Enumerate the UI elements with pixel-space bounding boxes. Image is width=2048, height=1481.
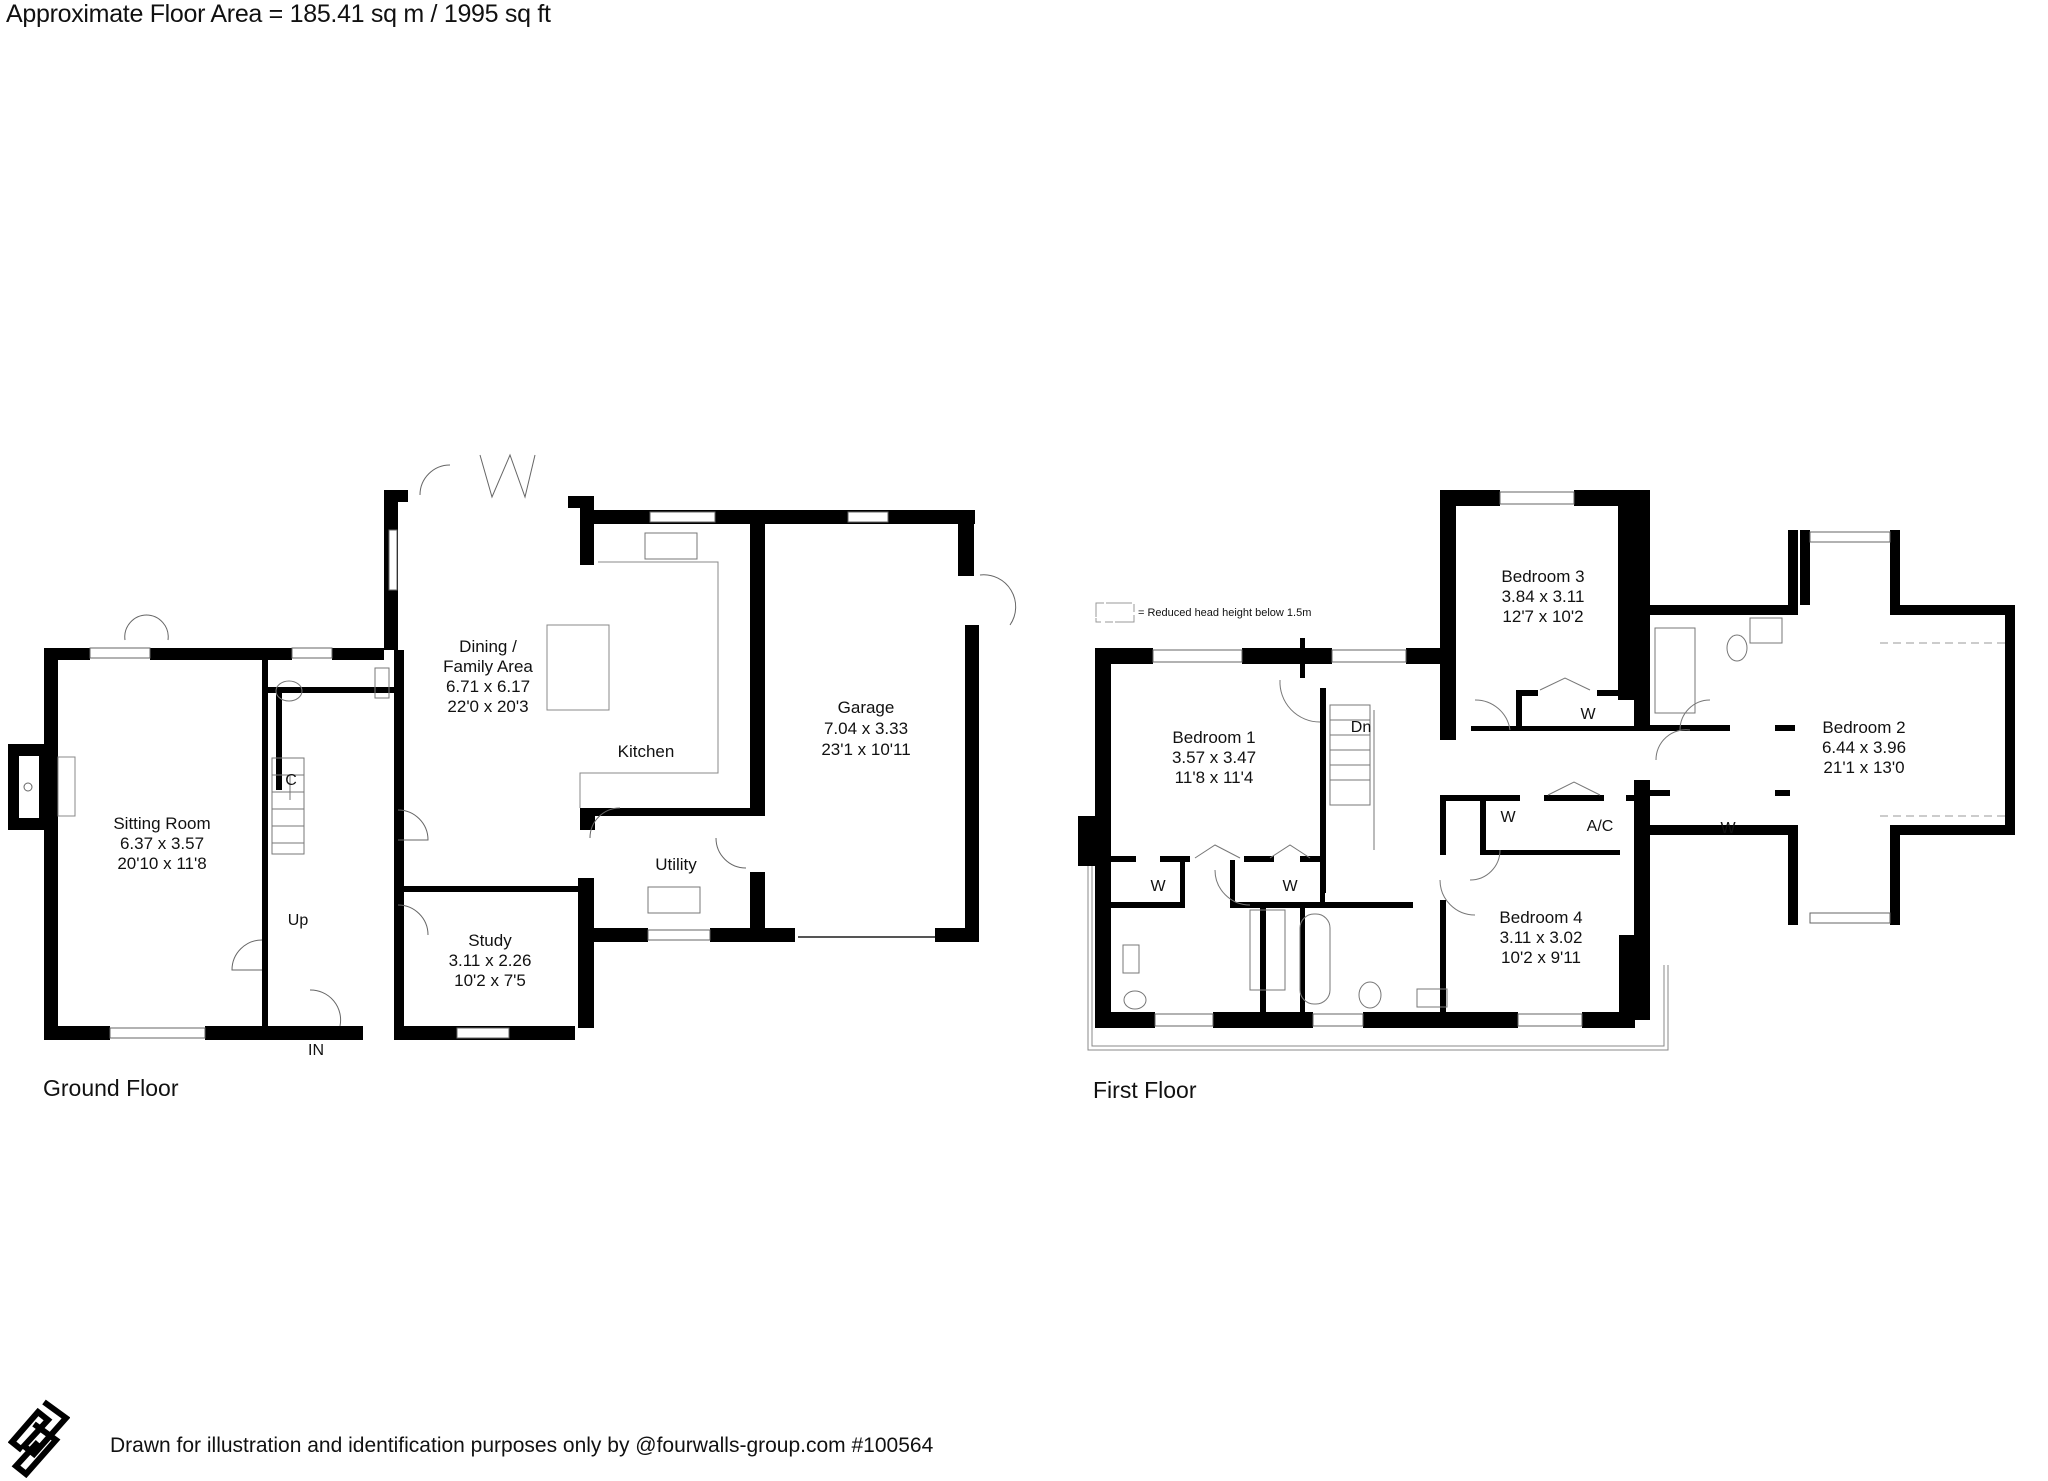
room-name-bedroom-3: Bedroom 3	[1501, 567, 1584, 586]
stairs-up-label: Up	[288, 912, 309, 929]
room-size-bedroom-3-metric: 3.84 x 3.11	[1502, 587, 1585, 606]
wardrobe-label-1: W	[1150, 878, 1166, 895]
wardrobe-label-4: W	[1500, 809, 1516, 826]
first-floor-plan	[1078, 490, 2015, 1051]
wardrobe-label-5: W	[1720, 820, 1736, 837]
ground-floor-label: Ground Floor	[43, 1075, 179, 1101]
disclaimer-footer: Drawn for illustration and identificatio…	[110, 1434, 934, 1457]
wardrobe-label-3: W	[1580, 706, 1596, 723]
room-size-bedroom-4-imperial: 10'2 x 9'11	[1501, 948, 1581, 967]
room-size-study-metric: 3.11 x 2.26	[449, 951, 532, 970]
room-size-garage-imperial: 23'1 x 10'11	[821, 740, 910, 759]
room-name-utility: Utility	[655, 855, 697, 874]
room-name-kitchen: Kitchen	[618, 742, 675, 761]
room-size-bedroom-4-metric: 3.11 x 3.02	[1500, 928, 1583, 947]
stairs-down-label: Dn	[1351, 719, 1371, 736]
room-size-garage-metric: 7.04 x 3.33	[824, 719, 908, 738]
room-size-study-imperial: 10'2 x 7'5	[454, 971, 526, 990]
room-name-bedroom-1: Bedroom 1	[1172, 728, 1255, 747]
fourwalls-logo-icon	[8, 1399, 70, 1478]
ground-floor-labels: Sitting Room 6.37 x 3.57 20'10 x 11'8 Di…	[113, 637, 910, 1059]
room-size-sitting-room-imperial: 20'10 x 11'8	[117, 854, 206, 873]
room-size-bedroom-2-imperial: 21'1 x 13'0	[1823, 758, 1904, 777]
floor-area-title: Approximate Floor Area = 185.41 sq m / 1…	[6, 0, 551, 28]
legend-reduced-height-text: = Reduced head height below 1.5m	[1138, 607, 1311, 619]
room-name-sitting-room: Sitting Room	[113, 814, 210, 833]
room-size-dining-imperial: 22'0 x 20'3	[447, 697, 528, 716]
airing-cupboard-label: A/C	[1587, 818, 1614, 835]
ground-floor-plan	[8, 453, 1017, 1040]
room-size-bedroom-2-metric: 6.44 x 3.96	[1822, 738, 1906, 757]
cupboard-label: C	[285, 772, 297, 789]
room-name-bedroom-4: Bedroom 4	[1499, 908, 1582, 927]
room-size-sitting-room-metric: 6.37 x 3.57	[120, 834, 204, 853]
room-name-bedroom-2: Bedroom 2	[1822, 718, 1905, 737]
first-floor-label: First Floor	[1093, 1077, 1197, 1103]
room-size-dining-metric: 6.71 x 6.17	[446, 677, 530, 696]
entrance-label: IN	[308, 1042, 324, 1059]
wardrobe-label-2: W	[1282, 878, 1298, 895]
room-name-garage: Garage	[838, 698, 895, 717]
room-name-study: Study	[468, 931, 512, 950]
room-size-bedroom-1-metric: 3.57 x 3.47	[1172, 748, 1256, 767]
room-size-bedroom-3-imperial: 12'7 x 10'2	[1502, 607, 1583, 626]
room-name-dining: Dining /	[459, 637, 517, 656]
first-floor-labels: Bedroom 1 3.57 x 3.47 11'8 x 11'4 Bedroo…	[1150, 567, 1906, 967]
room-name-family-area: Family Area	[443, 657, 533, 676]
room-size-bedroom-1-imperial: 11'8 x 11'4	[1175, 768, 1254, 787]
legend-reduced-height-swatch	[1095, 602, 1135, 623]
